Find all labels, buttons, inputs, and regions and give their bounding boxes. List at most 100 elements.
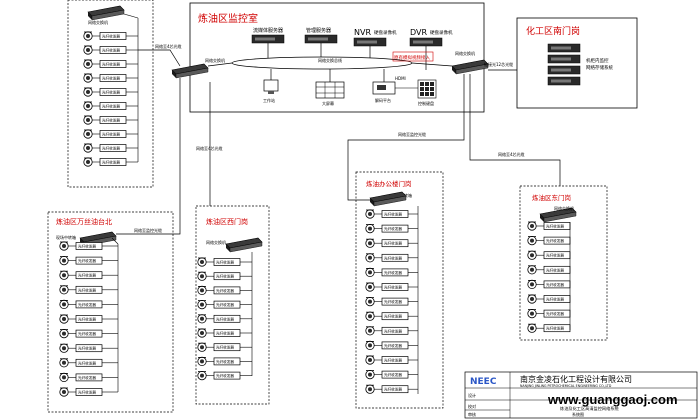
camera-row: 光纤收发器 — [365, 282, 418, 292]
workstation-icon — [263, 79, 279, 92]
link-platform-label: 网络至监控光缆 — [134, 227, 162, 233]
east-gate-frame — [519, 185, 608, 341]
project-name: 炼油及化工区高清监控网络系统 — [560, 405, 619, 412]
link-east-label: 网络至4芯光缆 — [498, 151, 525, 157]
camera-row: 光纤收发器 — [197, 299, 252, 310]
transceiver-label: 光纤收发器 — [78, 302, 96, 307]
link-office-label: 网络至监控光缆 — [398, 131, 426, 137]
camera-row: 光纤收发器 — [365, 369, 418, 380]
camera-icon — [197, 299, 207, 310]
platform-mid-label: 现场中转箱 — [56, 234, 76, 240]
transceiver-label: 光纤收发器 — [384, 212, 402, 217]
row-review: 审核 — [468, 411, 476, 417]
chem-gate-title: 化工区南门岗 — [526, 25, 580, 37]
oil-platform-title: 炼油区万丝油台北 — [56, 217, 112, 226]
camera-icon — [59, 241, 69, 251]
camera-row: 光纤收发器 — [527, 265, 571, 275]
transceiver-label: 光纤收发器 — [78, 287, 96, 292]
transceiver-label: 光纤收发器 — [546, 297, 564, 302]
camera-row: 光纤收发器 — [59, 343, 118, 353]
transceiver-label: 光纤收发器 — [384, 314, 402, 319]
camera-icon — [197, 314, 207, 324]
tank-rcv-label: 光纤收发器 — [102, 160, 120, 165]
transceiver-label: 光纤收发器 — [546, 224, 564, 229]
link-chem-label: 链接光12芯光缆 — [484, 61, 513, 67]
camera-row: 光纤收发器 — [59, 358, 118, 368]
camera-row: 光纤收发器 — [365, 340, 418, 351]
camera-icon — [59, 255, 69, 266]
camera-icon — [365, 209, 375, 219]
camera-icon — [527, 294, 537, 304]
transceiver-label: 光纤收发器 — [78, 390, 96, 395]
tank-rcv-label: 光纤收发器 — [102, 62, 120, 67]
camera-icon — [527, 235, 537, 246]
tank-switch-label: 网络交换机 — [88, 19, 108, 25]
camera-row: 光纤收发器 — [527, 250, 571, 260]
core-switch-label: 网络交换机 — [455, 50, 475, 56]
chem-rack-3 — [547, 65, 581, 75]
tank-area-frame — [67, 0, 154, 188]
camera-row: 光纤收发器 — [527, 308, 571, 319]
tank-rcv-label: 光纤收发器 — [102, 90, 120, 95]
camera-icon — [59, 314, 69, 324]
camera-row: 光纤收发器 — [197, 257, 252, 267]
transceiver-label: 光纤收发器 — [78, 375, 96, 380]
east-switch-label: 网络交换机 — [554, 205, 574, 211]
camera-icon — [197, 271, 207, 281]
camera-icon — [527, 250, 537, 260]
transceiver-label: 光纤收发器 — [216, 274, 234, 279]
camera-icon — [365, 355, 375, 365]
tank-rcv-label: 光纤收发器 — [102, 118, 120, 123]
transceiver-label: 光纤收发器 — [384, 372, 402, 377]
bus-label: 网络交换总线 — [318, 57, 342, 63]
camera-row: 光纤收发器 — [197, 271, 252, 281]
camera-icon — [197, 257, 207, 267]
camera-icon — [59, 299, 69, 310]
camera-icon — [59, 343, 69, 353]
camera-icon — [365, 253, 375, 263]
transceiver-label: 光纤收发器 — [546, 282, 564, 287]
camera-row: 光纤收发器 — [197, 356, 252, 367]
keyboard-label: 控制键盘 — [418, 100, 434, 106]
camera-row: 光纤收发器 — [197, 370, 252, 381]
title-block: NEEC 南京金凌石化工程设计有限公司 NANJING JINLING PETR… — [464, 371, 698, 419]
camera-row: 光纤收发器 — [365, 326, 418, 336]
camera-row: 光纤收发器 — [365, 355, 418, 365]
nvr-icon — [353, 37, 387, 47]
transceiver-label: 光纤收发器 — [546, 326, 564, 331]
camera-row: 光纤收发器 — [527, 235, 571, 246]
camera-icon — [365, 267, 375, 278]
tank-rcv-label: 光纤收发器 — [102, 48, 120, 53]
camera-row: 光纤收发器 — [365, 296, 418, 307]
control-room-title: 炼油区监控室 — [198, 12, 258, 25]
transceiver-label: 光纤收发器 — [384, 285, 402, 290]
camera-row: 光纤收发器 — [197, 314, 252, 324]
camera-row: 光纤收发器 — [365, 311, 418, 321]
camera-icon — [365, 326, 375, 336]
camera-row: 光纤收发器 — [365, 267, 418, 278]
decoder-label: 解码平台 — [375, 97, 391, 103]
camera-row: 光纤收发器 — [59, 372, 118, 383]
transceiver-label: 光纤收发器 — [216, 288, 234, 293]
transceiver-label: 光纤收发器 — [216, 316, 234, 321]
mgmt-server-icon — [304, 34, 338, 44]
transceiver-label: 光纤收发器 — [78, 360, 96, 365]
chem-gate-frame — [516, 17, 638, 109]
camera-row: 光纤收发器 — [365, 238, 418, 248]
drawing-name: 系统图 — [572, 411, 584, 417]
camera-row: 光纤收发器 — [527, 221, 571, 231]
camera-icon — [197, 370, 207, 381]
camera-row: 光纤收发器 — [365, 209, 418, 219]
transceiver-label: 光纤收发器 — [216, 302, 234, 307]
transceiver-label: 光纤收发器 — [78, 317, 96, 322]
transceiver-label: 光纤收发器 — [384, 328, 402, 333]
camera-row: 光纤收发器 — [365, 223, 418, 234]
camera-icon — [527, 323, 537, 333]
tank-rcv-label: 光纤收发器 — [102, 76, 120, 81]
camera-row: 光纤收发器 — [365, 253, 418, 263]
chem-rack-1 — [547, 43, 581, 53]
tank-switch-icon — [87, 5, 125, 21]
transceiver-label: 光纤收发器 — [78, 273, 96, 278]
camera-icon — [59, 328, 69, 339]
chem-rack-4 — [547, 76, 581, 86]
